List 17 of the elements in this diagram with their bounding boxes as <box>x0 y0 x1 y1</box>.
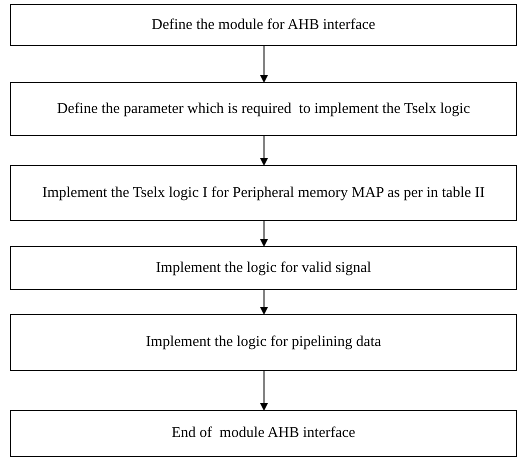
process-box <box>10 82 517 136</box>
arrow <box>260 136 268 166</box>
step-text: Implement the logic for valid signal <box>154 258 372 278</box>
step-text: End of module AHB interface <box>170 424 356 443</box>
process-box <box>10 165 517 221</box>
step-text: Implement the logic for pipelining data <box>144 333 382 352</box>
arrow <box>260 370 268 411</box>
arrow <box>260 290 268 315</box>
step-text: Define the module for AHB interface <box>150 16 376 34</box>
process-box <box>10 246 517 290</box>
arrow <box>260 220 268 247</box>
arrow <box>260 46 268 83</box>
process-box <box>10 410 517 457</box>
process-box <box>10 4 517 46</box>
step-text: Implement the Tselx logic I for Peripheral memory MAP as per in table II <box>41 184 486 202</box>
process-box <box>10 314 517 371</box>
step-text: Define the parameter which is required to implement the Tselx logic <box>56 100 472 118</box>
